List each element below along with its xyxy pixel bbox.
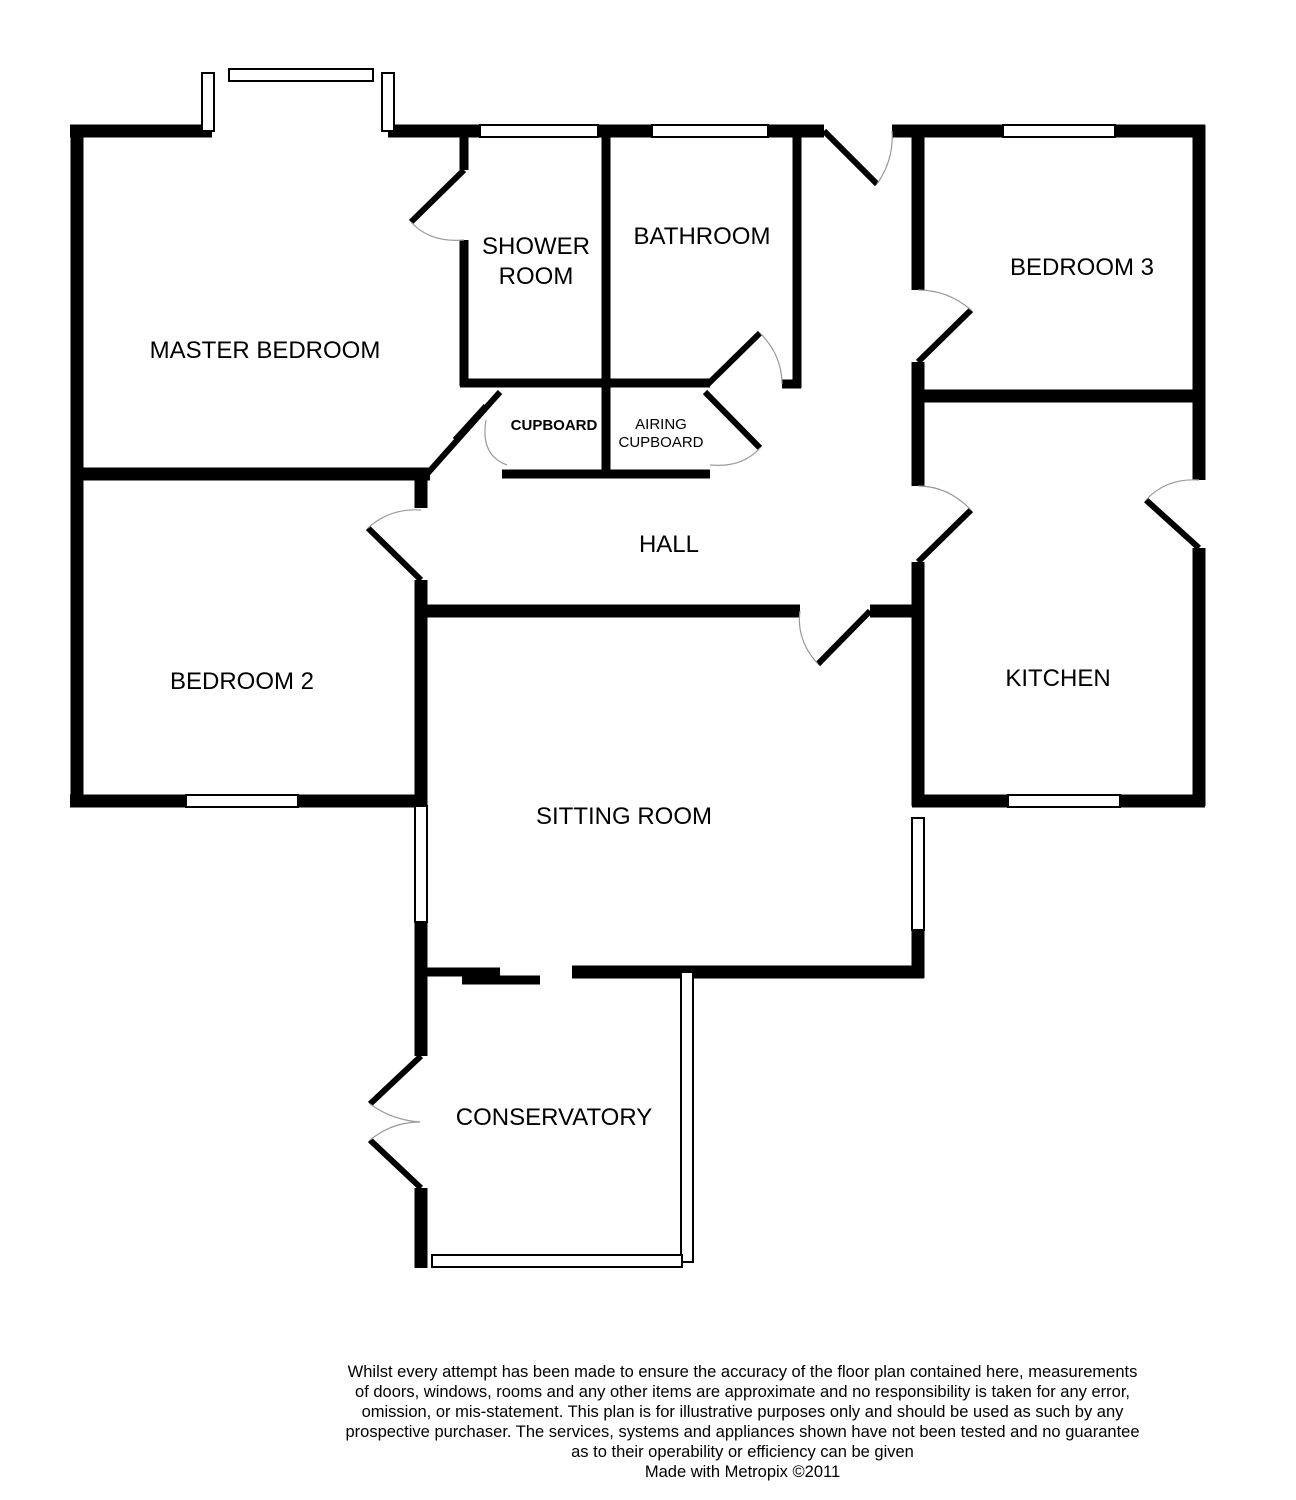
doors (365, 128, 1202, 1191)
label-shower-room-2: ROOM (499, 263, 574, 290)
walls (70, 124, 1206, 1268)
window-sitting-left (414, 805, 428, 923)
window-conservatory-bottom (431, 1254, 683, 1268)
label-sitting-room: SITTING ROOM (536, 803, 712, 830)
disclaimer-line: as to their operability or efficiency ca… (571, 1443, 914, 1461)
window-bay-left (201, 72, 215, 132)
label-kitchen: KITCHEN (1005, 665, 1110, 692)
disclaimer-line: of doors, windows, rooms and any other i… (355, 1383, 1130, 1401)
label-shower-room-1: SHOWER (482, 233, 590, 260)
label-cupboard: CUPBOARD (511, 417, 598, 434)
window-bedroom3 (1002, 124, 1116, 138)
label-hall: HALL (639, 531, 699, 558)
window-sitting-right (911, 817, 925, 931)
label-bathroom: BATHROOM (634, 223, 771, 250)
label-airing-cupboard-1: AIRING (635, 416, 687, 433)
window-shower (479, 124, 599, 138)
credit: Made with Metropix ©2011 (644, 1463, 841, 1481)
window-conservatory-right (680, 971, 694, 1263)
disclaimer-line: Whilst every attempt has been made to en… (347, 1363, 1138, 1381)
label-airing-cupboard-2: CUPBOARD (618, 434, 703, 451)
disclaimer-line: omission, or mis-statement. This plan is… (361, 1403, 1124, 1421)
window-bay-right (381, 72, 395, 132)
label-master-bedroom: MASTER BEDROOM (150, 337, 381, 364)
window-bedroom2 (185, 794, 299, 808)
floor-plan: MASTER BEDROOM SHOWER ROOM BATHROOM BEDR… (70, 68, 1206, 1268)
disclaimer-line: prospective purchaser. The services, sys… (345, 1423, 1140, 1441)
window-bathroom (651, 124, 769, 138)
label-conservatory: CONSERVATORY (456, 1104, 653, 1131)
label-bedroom3: BEDROOM 3 (1010, 254, 1154, 281)
room-labels: MASTER BEDROOM SHOWER ROOM BATHROOM BEDR… (150, 223, 1154, 1131)
disclaimer: Whilst every attempt has been made to en… (270, 1362, 1215, 1482)
window-bay-top (228, 68, 374, 82)
windows (185, 68, 1121, 1268)
window-kitchen (1007, 794, 1121, 808)
label-bedroom2: BEDROOM 2 (170, 668, 314, 695)
